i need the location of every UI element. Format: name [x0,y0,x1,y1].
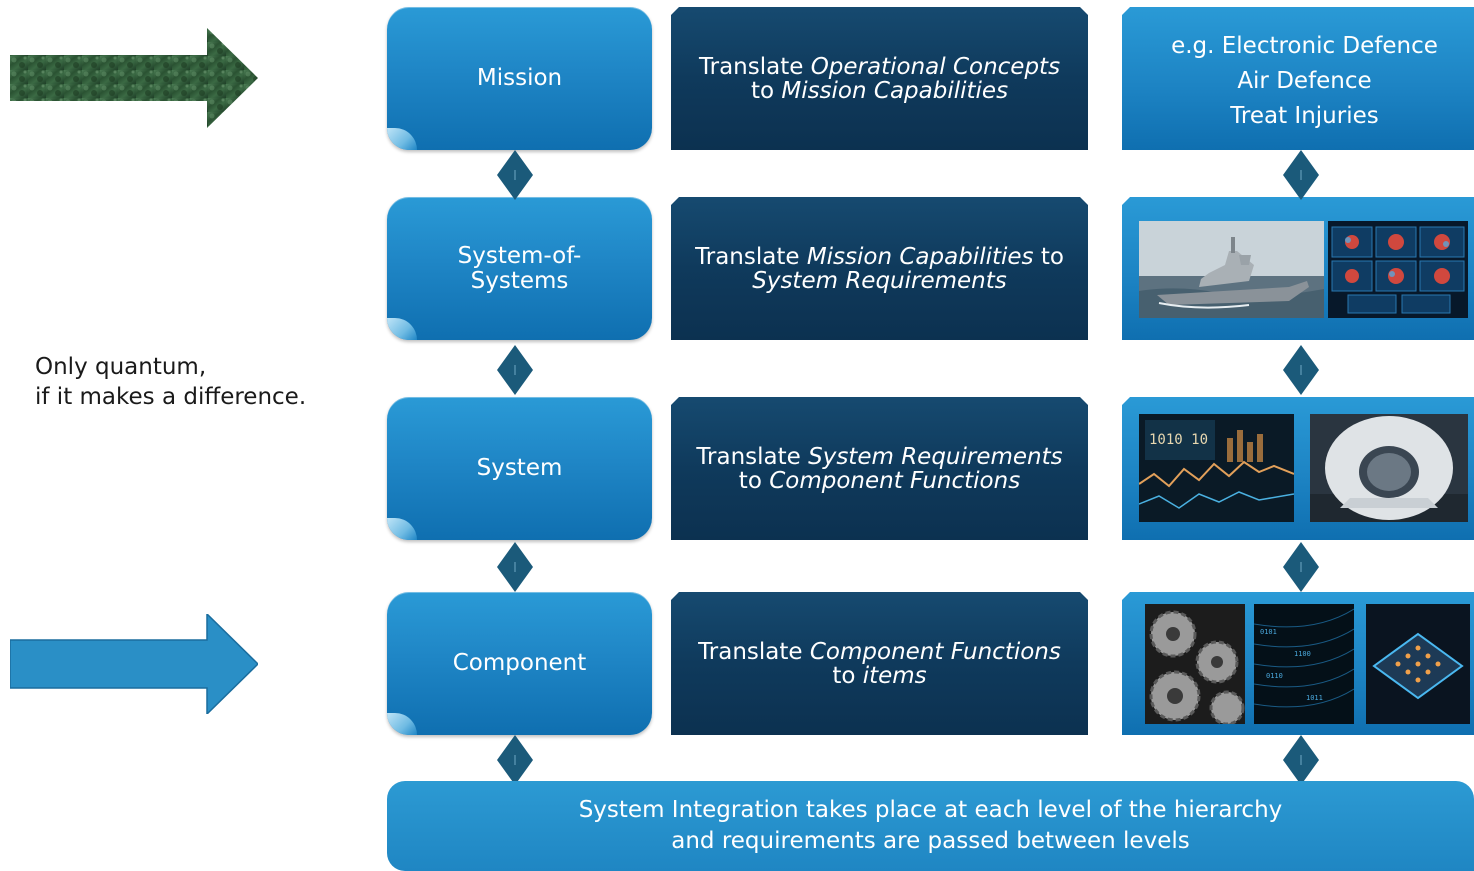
level-system-of-systems: System-of- Systems [387,197,652,340]
connector-diamond-icon [1283,542,1319,592]
examples-box: e.g. Electronic Defence Air Defence Trea… [1122,7,1474,150]
connector-diamond-icon [1283,345,1319,395]
connector-diamond-icon [1283,735,1319,785]
binary-data-stream-image: 0101 1100 0110 1011 [1254,604,1354,724]
level-label: Mission [476,65,563,91]
blue-arrow-icon [10,614,258,714]
quantum-chip-image [1366,604,1470,724]
component-images-box: 0101 1100 0110 1011 [1122,592,1474,735]
brain-scan-monitors-image [1328,221,1468,318]
connector-diamond-icon [497,542,533,592]
translate-text: Translate System Requirements to Compone… [696,443,1063,494]
svg-text:0110: 0110 [1266,672,1283,680]
example-electronic-defence: e.g. Electronic Defence [1171,33,1438,59]
level-system: System [387,397,652,540]
connector-diamond-icon [497,150,533,200]
svg-text:0101: 0101 [1260,628,1277,636]
translate-box-system: Translate System Requirements to Compone… [671,397,1088,540]
connector-diamond-icon [497,345,533,395]
system-of-systems-images-box [1122,197,1474,340]
banner-text: System Integration takes place at each l… [578,797,1283,854]
connector-diamond-icon [497,735,533,785]
level-mission: Mission [387,7,652,150]
svg-text:1010 10: 1010 10 [1149,432,1208,448]
translate-text: Translate Operational Concepts to Missio… [698,53,1061,104]
connector-diamond-icon [1283,150,1319,200]
system-integration-banner: System Integration takes place at each l… [387,781,1474,871]
level-label: System [476,455,563,481]
example-air-defence: Air Defence [1237,68,1372,94]
translate-box-system-of-systems: Translate Mission Capabilities to System… [671,197,1088,340]
level-label: Component [452,650,587,676]
naval-frigate-image [1139,221,1324,318]
translate-text: Translate Component Functions to items [698,638,1061,689]
example-treat-injuries: Treat Injuries [1230,103,1379,129]
svg-text:1011: 1011 [1306,694,1323,702]
mri-scanner-image [1310,414,1468,522]
side-note: Only quantum, if it makes a difference. [35,354,307,410]
level-component: Component [387,592,652,735]
metal-gears-image [1145,604,1245,724]
svg-text:1100: 1100 [1294,650,1311,658]
translate-box-mission: Translate Operational Concepts to Missio… [671,7,1088,150]
data-screens-image: 1010 10 [1139,414,1294,522]
translate-text: Translate Mission Capabilities to System… [695,243,1064,294]
system-images-box: 1010 10 [1122,397,1474,540]
translate-box-component: Translate Component Functions to items [671,592,1088,735]
level-label: System-of- Systems [457,242,582,294]
green-arrow-icon [10,28,258,128]
